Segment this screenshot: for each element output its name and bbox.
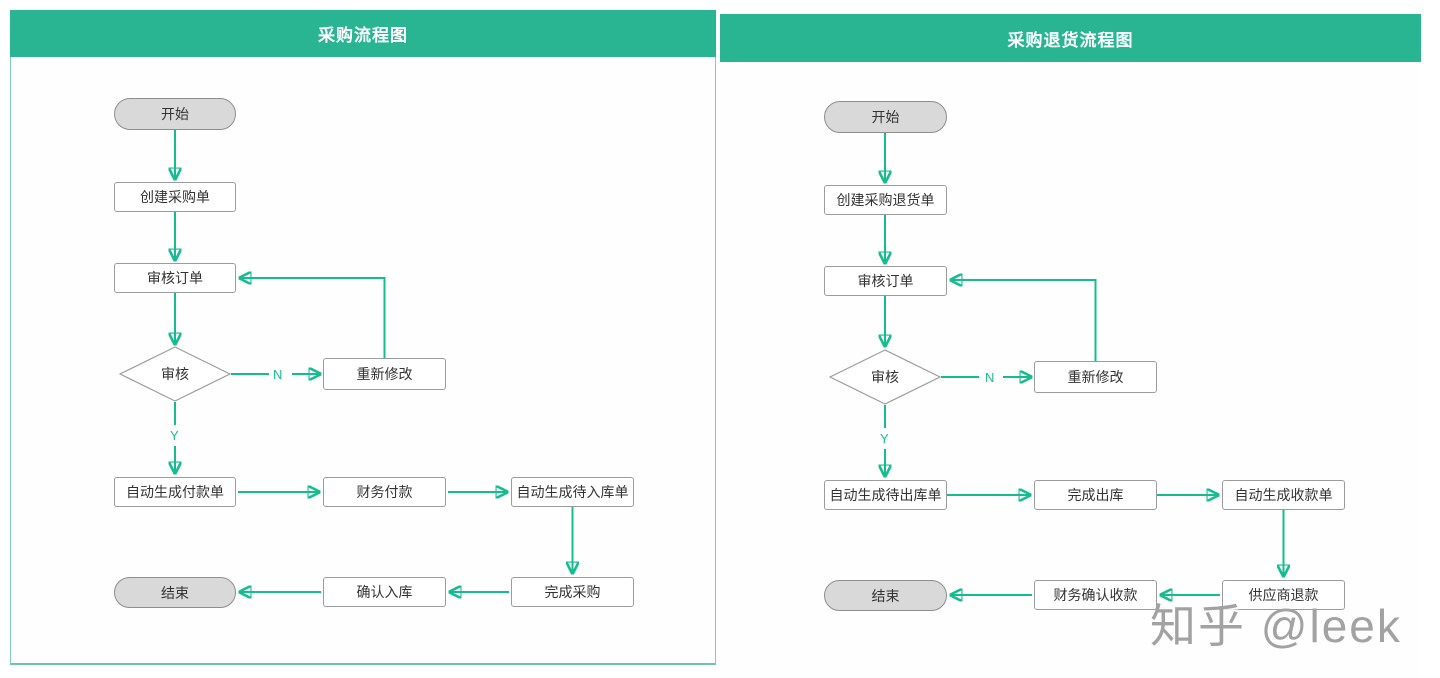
node-label: 审核 bbox=[871, 369, 899, 385]
node-complete-outbound: 完成出库 bbox=[1034, 480, 1157, 510]
node-label: 自动生成付款单 bbox=[126, 484, 224, 500]
node-label: 完成采购 bbox=[544, 584, 601, 600]
edge-revise-back-to-review bbox=[951, 280, 1097, 361]
node-end: 结束 bbox=[114, 577, 236, 608]
branch-label-no: N bbox=[985, 370, 995, 385]
node-label: 财务付款 bbox=[356, 484, 413, 500]
branch-label-no: N bbox=[273, 367, 283, 382]
node-finance-payment: 财务付款 bbox=[323, 477, 446, 507]
purchase-return-flowchart-panel: 采购退货流程图 开始 创建采购退货单 bbox=[720, 14, 1421, 678]
node-label: 自动生成待出库单 bbox=[829, 487, 942, 503]
node-create-return-order: 创建采购退货单 bbox=[824, 185, 947, 215]
node-label: 审核订单 bbox=[857, 273, 914, 289]
branch-label-yes: Y bbox=[170, 428, 179, 443]
purchase-return-flowchart-title: 采购退货流程图 bbox=[720, 14, 1421, 62]
diamond-shape bbox=[829, 349, 941, 405]
node-revise: 重新修改 bbox=[323, 358, 446, 390]
node-label: 确认入库 bbox=[356, 584, 413, 600]
node-supplier-refund: 供应商退款 bbox=[1222, 580, 1345, 610]
diamond-shape bbox=[119, 346, 231, 402]
node-review-decision: 审核 bbox=[829, 349, 941, 405]
node-create-purchase-order: 创建采购单 bbox=[114, 182, 236, 212]
node-start: 开始 bbox=[114, 98, 236, 130]
node-label: 开始 bbox=[871, 109, 900, 125]
node-label: 重新修改 bbox=[1067, 369, 1124, 385]
node-label: 结束 bbox=[871, 587, 900, 604]
node-label: 财务确认收款 bbox=[1053, 587, 1138, 603]
node-auto-payment-order: 自动生成付款单 bbox=[114, 477, 236, 507]
purchase-flowchart-panel: 采购流程图 开始 创建采购单 bbox=[10, 10, 716, 665]
node-label: 审核订单 bbox=[147, 270, 203, 286]
purchase-flowchart-title: 采购流程图 bbox=[10, 10, 716, 57]
node-revise: 重新修改 bbox=[1034, 361, 1157, 393]
purchase-flowchart-canvas: 开始 创建采购单 审核订单 审核 重新修改 N Y 自动生成付款单 财务付款 自… bbox=[10, 57, 716, 665]
branch-label-yes: Y bbox=[880, 431, 889, 446]
node-auto-outbound-order: 自动生成待出库单 bbox=[824, 480, 947, 510]
node-label: 重新修改 bbox=[356, 366, 413, 382]
node-review-decision: 审核 bbox=[119, 346, 231, 402]
node-auto-receipt-order: 自动生成收款单 bbox=[1222, 480, 1345, 510]
node-label: 完成出库 bbox=[1067, 487, 1124, 503]
node-label: 供应商退款 bbox=[1248, 587, 1319, 603]
node-confirm-inbound: 确认入库 bbox=[323, 577, 446, 607]
node-label: 创建采购单 bbox=[140, 189, 210, 205]
node-complete-purchase: 完成采购 bbox=[511, 577, 634, 607]
node-label: 结束 bbox=[161, 584, 189, 601]
node-review-order: 审核订单 bbox=[114, 263, 236, 293]
node-end: 结束 bbox=[824, 580, 947, 611]
node-label: 审核 bbox=[161, 366, 189, 382]
node-auto-inbound-order: 自动生成待入库单 bbox=[511, 477, 634, 507]
zhihu-watermark: 知乎 @leek bbox=[1150, 600, 1402, 652]
purchase-return-flowchart-canvas: 开始 创建采购退货单 审核订单 审核 重新修改 N Y 自动生成待出库单 完成出… bbox=[720, 62, 1421, 678]
node-finance-confirm-receipt: 财务确认收款 bbox=[1034, 580, 1157, 610]
node-label: 自动生成收款单 bbox=[1234, 487, 1333, 503]
node-label: 自动生成待入库单 bbox=[516, 484, 629, 500]
node-review-order: 审核订单 bbox=[824, 266, 947, 296]
node-label: 开始 bbox=[161, 106, 189, 122]
node-label: 创建采购退货单 bbox=[836, 192, 935, 208]
node-start: 开始 bbox=[824, 101, 947, 133]
edge-revise-back-to-review bbox=[240, 278, 386, 358]
